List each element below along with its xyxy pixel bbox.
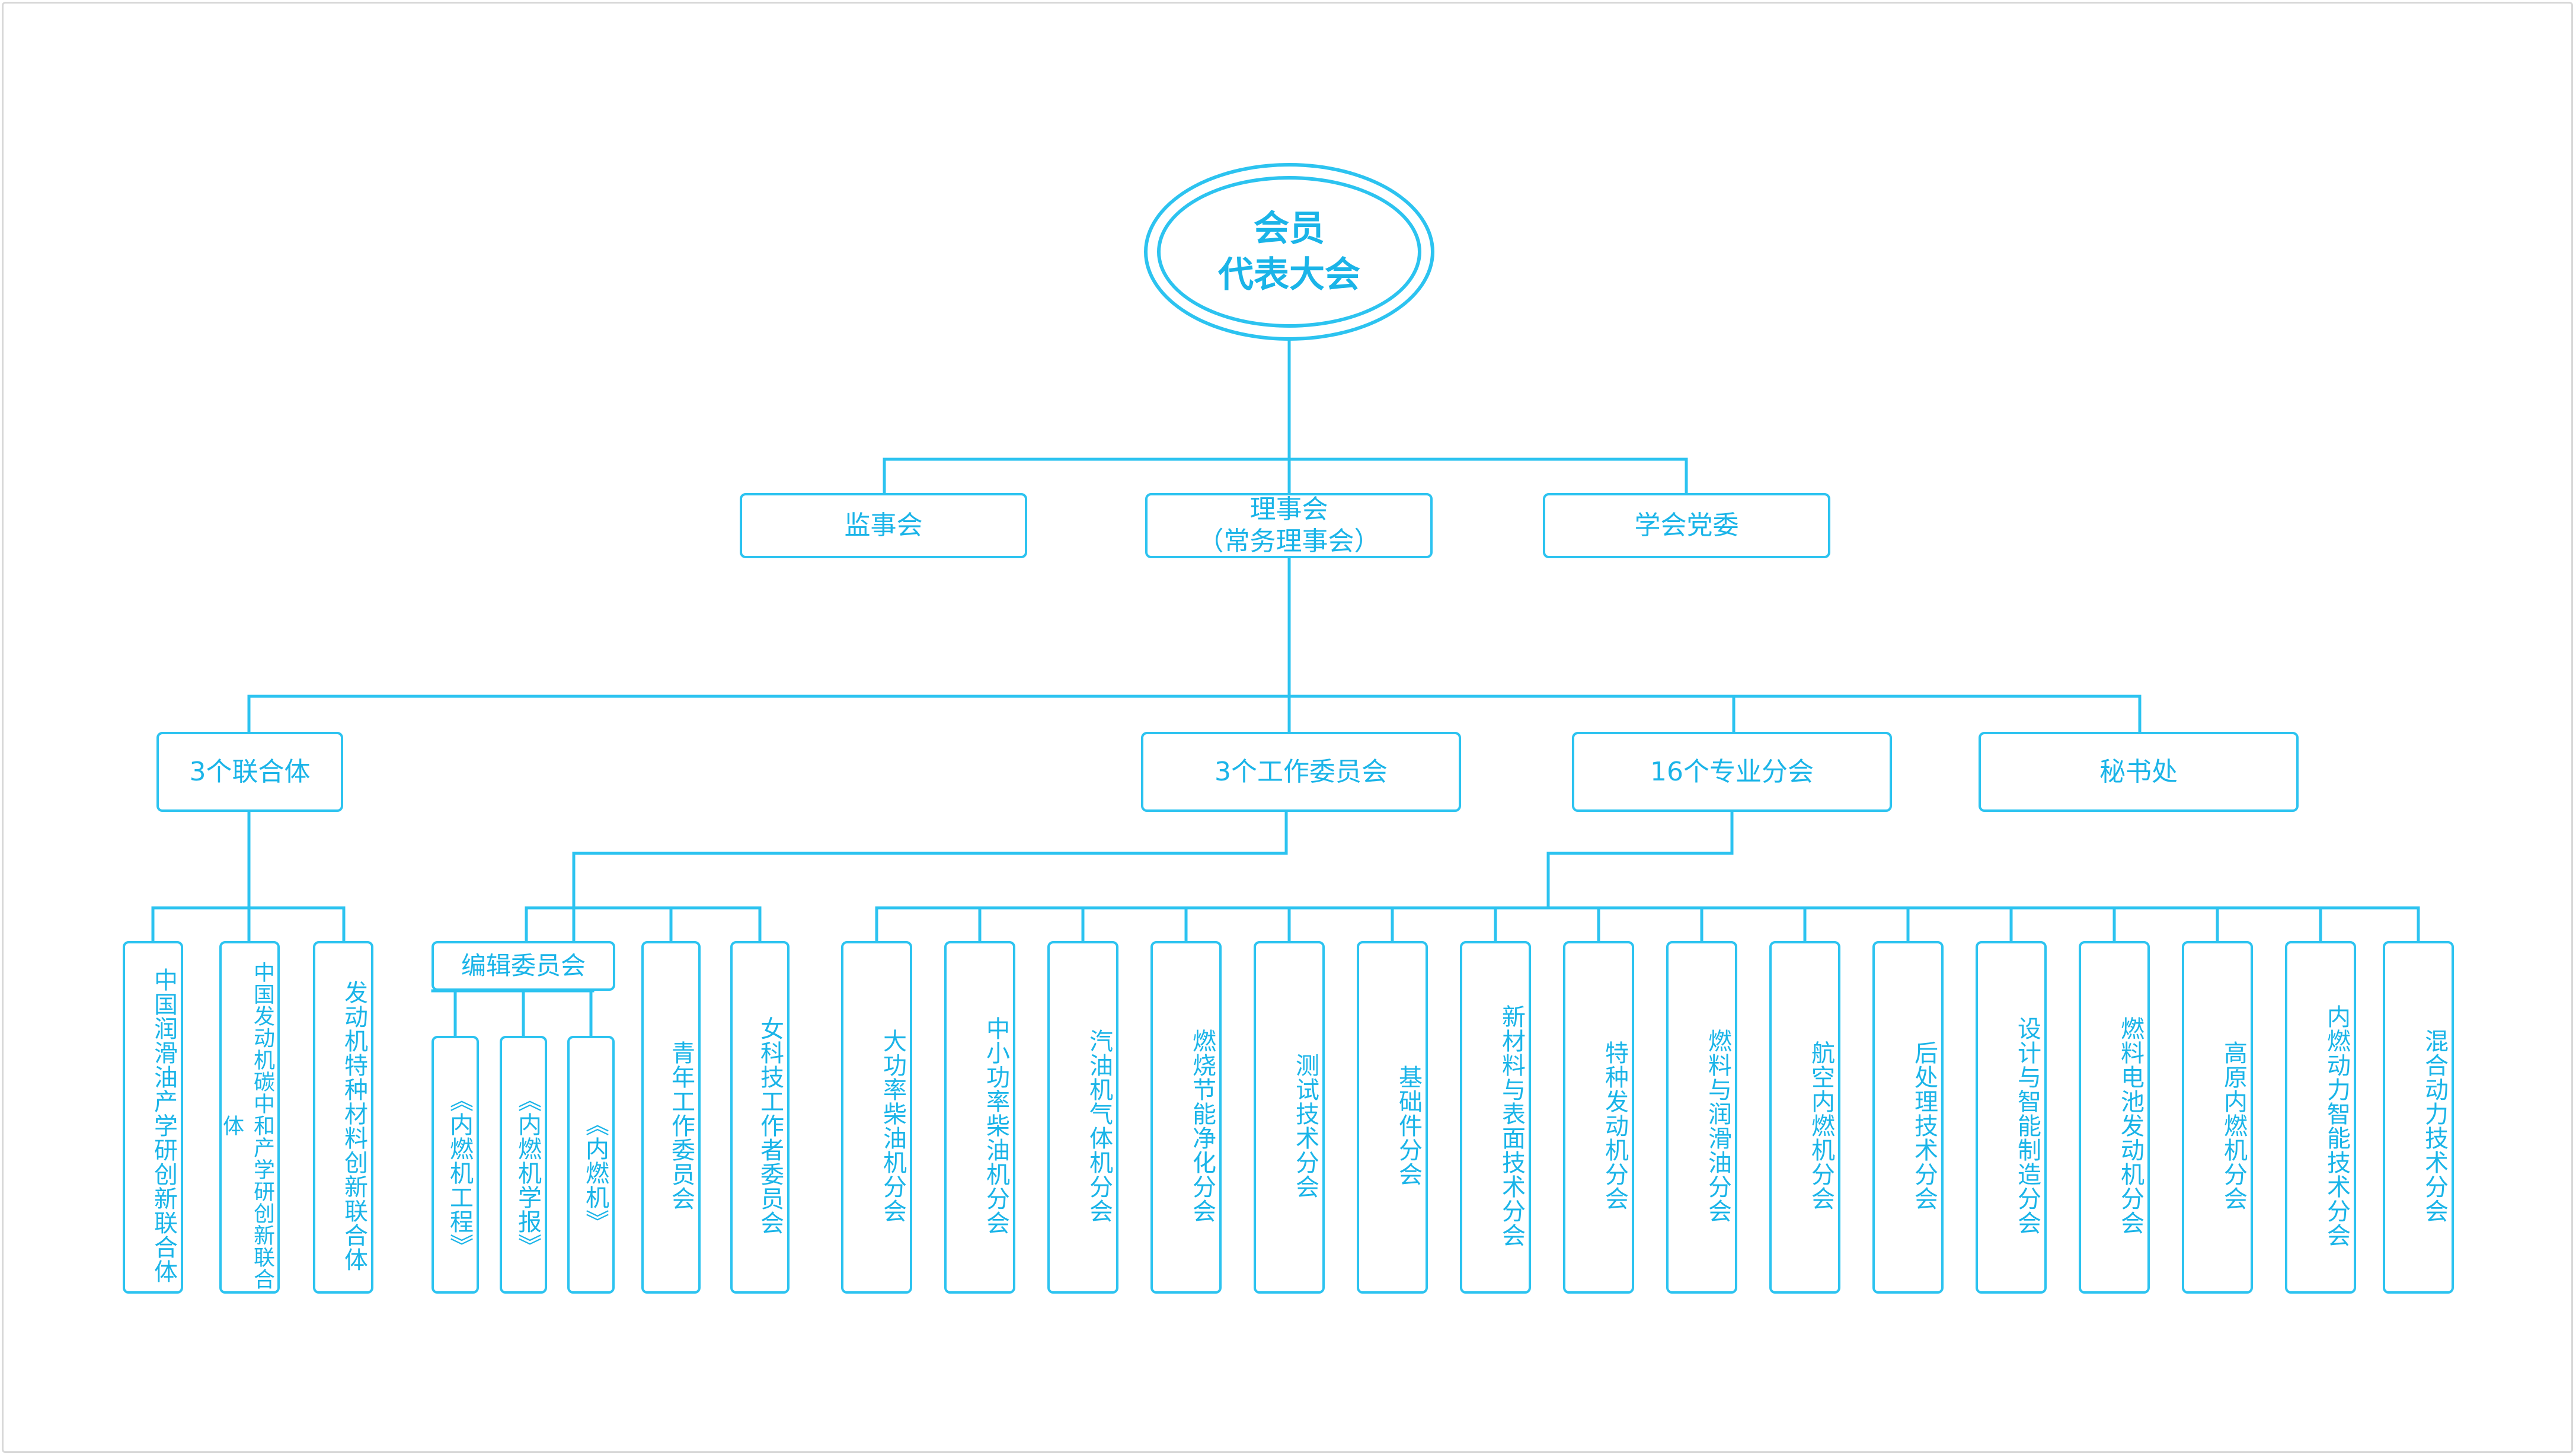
- branch-item-2: 汽油机气体机分会: [1047, 941, 1118, 1294]
- journal-item-label: 《内燃机学报》: [514, 1088, 541, 1258]
- root-label-line2: 代表大会: [1218, 254, 1360, 296]
- branch-item-label: 基础件分会: [1395, 1065, 1422, 1186]
- branch-item-15: 混合动力技术分会: [2383, 941, 2454, 1294]
- branch-item-label: 高原内燃机分会: [2220, 1041, 2247, 1211]
- branch-item-label: 设计与智能制造分会: [2014, 1016, 2041, 1235]
- branch-item-label: 燃料与润滑油分会: [1704, 1028, 1731, 1223]
- alliance-item-2: 发动机特种材料创新联合体: [313, 941, 373, 1294]
- branch-item-label: 混合动力技术分会: [2421, 1028, 2448, 1223]
- alliance-item-label: 中国发动机碳中和产学研创新联合体: [219, 961, 274, 1290]
- node-alliances: 3个联合体: [156, 732, 343, 812]
- node-alliances-label: 3个联合体: [189, 756, 311, 787]
- branch-item-4: 测试技术分会: [1254, 941, 1325, 1294]
- branch-item-label: 特种发动机分会: [1601, 1041, 1628, 1211]
- node-council-label-line1: 理事会: [1249, 494, 1328, 524]
- node-professional-branches: 16个专业分会: [1572, 732, 1892, 812]
- node-women-committee: 女科技工作者委员会: [730, 941, 790, 1294]
- node-supervisory-board-label: 监事会: [844, 510, 923, 540]
- branch-item-14: 内燃动力智能技术分会: [2285, 941, 2356, 1294]
- node-secretariat-label: 秘书处: [2099, 756, 2178, 787]
- branch-item-0: 大功率柴油机分会: [841, 941, 912, 1294]
- branch-item-8: 燃料与润滑油分会: [1666, 941, 1737, 1294]
- node-work-committees: 3个工作委员会: [1141, 732, 1461, 812]
- branch-item-7: 特种发动机分会: [1563, 941, 1634, 1294]
- node-work-committees-label: 3个工作委员会: [1215, 756, 1388, 787]
- branch-item-9: 航空内燃机分会: [1769, 941, 1840, 1294]
- root-node-member-congress: 会员 代表大会: [1144, 163, 1434, 341]
- journal-item-label: 《内燃机工程》: [446, 1088, 473, 1258]
- branch-item-label: 汽油机气体机分会: [1085, 1028, 1113, 1223]
- journal-item-0: 《内燃机工程》: [432, 1036, 479, 1294]
- branch-item-label: 测试技术分会: [1292, 1052, 1319, 1199]
- journal-item-1: 《内燃机学报》: [500, 1036, 547, 1294]
- branch-item-6: 新材料与表面技术分会: [1460, 941, 1531, 1294]
- node-supervisory-board: 监事会: [740, 493, 1027, 558]
- journal-item-label: 《内燃机》: [581, 1112, 609, 1234]
- branch-item-label: 燃烧节能净化分会: [1188, 1028, 1216, 1223]
- branch-item-13: 高原内燃机分会: [2182, 941, 2253, 1294]
- branch-item-10: 后处理技术分会: [1872, 941, 1944, 1294]
- node-women-committee-label: 女科技工作者委员会: [756, 1016, 784, 1235]
- branch-item-11: 设计与智能制造分会: [1976, 941, 2047, 1294]
- branch-item-label: 内燃动力智能技术分会: [2323, 1004, 2350, 1247]
- alliance-item-0: 中国润滑油产学研创新联合体: [123, 941, 183, 1294]
- node-editorial-committee-label: 编辑委员会: [461, 951, 586, 980]
- branch-item-12: 燃料电池发动机分会: [2079, 941, 2150, 1294]
- node-professional-branches-label: 16个专业分会: [1650, 756, 1814, 787]
- node-youth-committee: 青年工作委员会: [641, 941, 701, 1294]
- node-secretariat: 秘书处: [1979, 732, 2299, 812]
- node-editorial-committee: 编辑委员会: [432, 941, 615, 991]
- branch-item-label: 大功率柴油机分会: [879, 1028, 906, 1223]
- branch-item-1: 中小功率柴油机分会: [944, 941, 1015, 1294]
- branch-item-3: 燃烧节能净化分会: [1150, 941, 1222, 1294]
- node-council-label-line2: （常务理事会）: [1197, 526, 1380, 556]
- alliance-item-label: 中国润滑油产学研创新联合体: [150, 968, 177, 1284]
- root-label-line1: 会员: [1254, 208, 1325, 249]
- branch-item-5: 基础件分会: [1357, 941, 1428, 1294]
- alliance-item-1: 中国发动机碳中和产学研创新联合体: [219, 941, 280, 1294]
- alliance-item-label: 发动机特种材料创新联合体: [340, 980, 367, 1272]
- journal-item-2: 《内燃机》: [567, 1036, 615, 1294]
- branch-item-label: 中小功率柴油机分会: [982, 1016, 1009, 1235]
- branch-item-label: 航空内燃机分会: [1807, 1041, 1834, 1211]
- node-youth-committee-label: 青年工作委员会: [667, 1041, 695, 1211]
- branch-item-label: 后处理技术分会: [1910, 1041, 1938, 1211]
- node-council: 理事会 （常务理事会）: [1145, 493, 1433, 558]
- branch-item-label: 燃料电池发动机分会: [2117, 1016, 2144, 1235]
- node-party-committee: 学会党委: [1543, 493, 1830, 558]
- root-node-inner-ring: 会员 代表大会: [1157, 176, 1421, 328]
- node-party-committee-label: 学会党委: [1634, 510, 1739, 540]
- branch-item-label: 新材料与表面技术分会: [1498, 1004, 1525, 1247]
